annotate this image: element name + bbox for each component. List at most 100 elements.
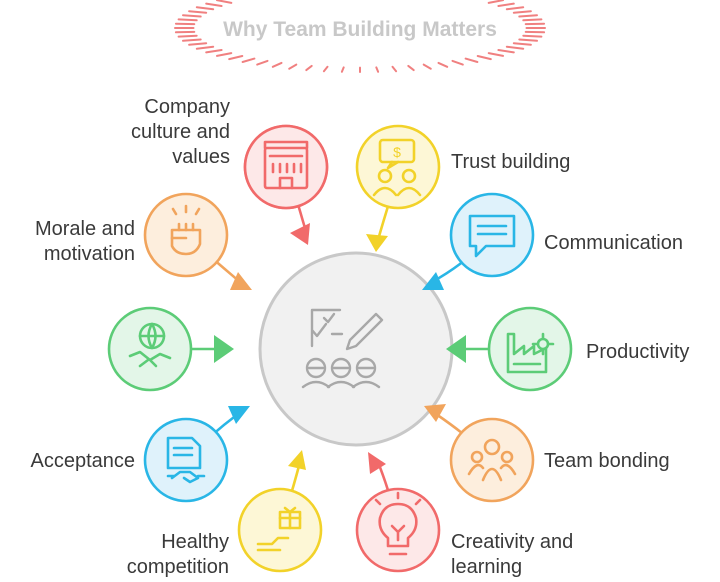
label-line: motivation: [43, 243, 135, 265]
healthy-competition-arrowhead: [288, 450, 306, 470]
title-spike: [407, 64, 415, 72]
title-spike: [271, 61, 283, 68]
title-spike: [522, 34, 543, 38]
label-line: Acceptance: [30, 450, 135, 472]
label-line: learning: [451, 556, 523, 578]
gift-podium-icon: [256, 506, 302, 552]
title-spike: [512, 42, 532, 46]
label-healthy-competition: Healthy competition: [127, 530, 229, 580]
label-line: competition: [126, 556, 229, 578]
title-spikes: [174, 0, 546, 73]
node-acceptance: [143, 406, 250, 503]
label-line: Trust building: [451, 151, 571, 173]
title-spike: [177, 34, 198, 38]
title-spike: [487, 0, 504, 4]
title-spike: [188, 42, 208, 46]
title-spike: [451, 59, 464, 66]
title-spike: [177, 18, 198, 22]
node-team-bonding: [424, 404, 535, 503]
label-line: culture and: [131, 121, 230, 143]
title-spike: [518, 14, 538, 18]
title-spike: [340, 66, 345, 73]
label-line: values: [172, 146, 230, 168]
label-line: Healthy: [161, 531, 229, 553]
team-bonding-arrowhead: [424, 404, 446, 422]
title-spike: [205, 49, 223, 54]
title-spike: [305, 64, 313, 72]
title-spike: [195, 6, 215, 11]
acceptance-arrowhead: [228, 406, 250, 424]
agreement-handshake-icon: [166, 436, 206, 484]
title-spike: [182, 14, 202, 18]
title-spike: [216, 0, 233, 4]
label-team-bonding: Team bonding: [544, 449, 670, 474]
title-spike: [437, 61, 449, 68]
collaboration-arrowhead: [214, 335, 234, 363]
money-people-icon: $: [372, 138, 422, 197]
label-line: Team bonding: [544, 450, 670, 472]
diagram-title: Why Team Building Matters: [223, 18, 497, 41]
title-spike: [256, 59, 269, 66]
title-spike: [505, 6, 525, 11]
label-communication: Communication: [544, 231, 683, 256]
title-spike: [487, 52, 504, 57]
node-productivity: [446, 306, 573, 392]
node-creativity: [355, 452, 441, 573]
title-spike: [228, 55, 244, 61]
title-banner: Why Team Building Matters: [174, 0, 546, 73]
team-planning-icon: [301, 308, 384, 389]
label-line: Morale and: [34, 218, 135, 240]
node-communication: [422, 192, 535, 290]
title-spike: [188, 10, 208, 14]
label-morale: Morale and motivation: [35, 217, 135, 267]
node-healthy-competition: [237, 450, 323, 573]
title-spike: [512, 10, 532, 14]
title-spike: [195, 45, 215, 50]
people-group-icon: [467, 438, 517, 482]
lightbulb-icon: [374, 491, 422, 556]
label-line: Creativity and: [451, 531, 574, 553]
title-spike: [182, 38, 202, 42]
node-morale: [143, 192, 252, 290]
title-spike: [476, 55, 492, 61]
company-culture-arrowhead: [290, 223, 310, 245]
label-creativity: Creativity and learning: [451, 530, 573, 580]
globe-handshake-icon: [128, 322, 172, 368]
center-circle: [258, 251, 454, 447]
chat-bubble-icon: [468, 214, 516, 258]
title-spike: [241, 57, 256, 63]
title-spike: [518, 38, 538, 42]
title-spike: [464, 57, 479, 63]
title-spike: [288, 63, 298, 70]
label-line: Company: [144, 96, 230, 118]
svg-text:$: $: [393, 144, 401, 160]
center-hub: [258, 251, 454, 447]
node-trust-building: $: [355, 124, 441, 252]
title-spike: [505, 45, 525, 50]
title-spike: [322, 65, 329, 73]
raised-fist-icon: [170, 204, 202, 256]
title-spike: [205, 2, 223, 7]
label-line: Communication: [544, 232, 683, 254]
title-spike: [522, 18, 543, 22]
factory-gear-icon: [506, 332, 555, 374]
trust-building-arrowhead: [366, 234, 388, 252]
title-spike: [497, 2, 515, 7]
communication-arrowhead: [422, 272, 444, 290]
title-spike: [391, 65, 398, 73]
title-spike: [375, 66, 380, 73]
label-productivity: Productivity: [586, 340, 689, 365]
label-acceptance: Acceptance: [30, 449, 135, 474]
label-company-culture: Company culture and values: [131, 95, 230, 170]
node-company-culture: [243, 124, 329, 245]
label-trust-building: Trust building: [451, 150, 570, 175]
productivity-arrowhead: [446, 335, 466, 363]
creativity-arrowhead: [368, 452, 386, 474]
label-line: Productivity: [586, 341, 690, 363]
office-building-icon: [263, 140, 309, 190]
title-spike: [422, 63, 432, 70]
morale-arrowhead: [230, 272, 252, 290]
node-collaboration: [107, 306, 234, 392]
title-spike: [216, 52, 233, 57]
